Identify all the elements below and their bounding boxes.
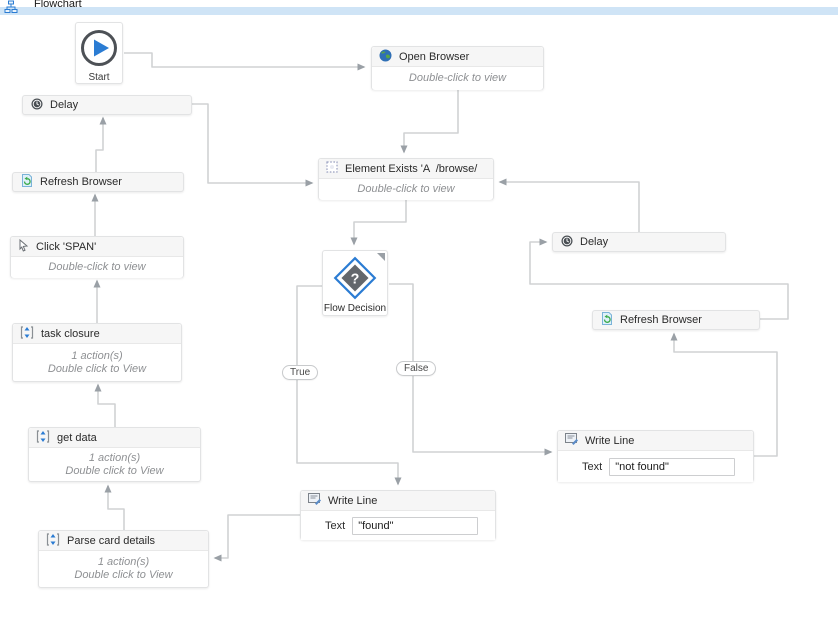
write-line-found-node[interactable]: Write Line Text — [300, 490, 496, 540]
parse-card-details-header: Parse card details — [39, 531, 208, 551]
task-closure-header: task closure — [13, 324, 181, 344]
get-data-header: get data — [29, 428, 200, 448]
get-data-body: 1 action(s) Double click to View — [29, 448, 200, 481]
parse-card-details-actions: 1 action(s) — [97, 556, 150, 568]
write-line-not-found-title: Write Line — [585, 434, 635, 447]
write-line-found-text-input[interactable] — [352, 516, 479, 535]
flowchart-icon — [4, 0, 18, 15]
false-branch-badge[interactable]: False — [396, 361, 437, 376]
task-closure-hint: Double click to View — [47, 362, 147, 375]
get-data-actions: 1 action(s) — [88, 451, 141, 464]
delay-left-node[interactable]: Delay — [22, 95, 192, 115]
svg-text:?: ? — [351, 272, 360, 288]
delay-right-node[interactable]: Delay — [552, 232, 726, 252]
task-closure-title: task closure — [41, 327, 100, 340]
delay-left-title: Delay — [50, 99, 79, 111]
open-browser-header: Open Browser — [372, 47, 543, 67]
delay-right-title: Delay — [580, 236, 609, 248]
text-field-label: Text — [582, 460, 603, 473]
refresh-page-icon — [21, 174, 33, 190]
get-data-hint: Double click to View — [65, 464, 164, 477]
open-browser-node[interactable]: Open Browser Double-click to view — [371, 46, 544, 90]
element-exists-body: Double-click to view — [319, 179, 493, 200]
write-line-header: Write Line — [558, 431, 753, 451]
clock-icon — [561, 235, 573, 250]
flow-decision-label: Flow Decision — [323, 303, 387, 314]
flowchart-titlebar: Flowchart — [0, 0, 838, 15]
clock-icon — [31, 98, 43, 113]
parse-card-details-hint: Double click to View — [74, 569, 173, 581]
write-line-not-found-text-input[interactable] — [609, 457, 736, 476]
element-selection-icon — [326, 161, 338, 176]
click-span-title: Click 'SPAN' — [36, 240, 97, 253]
true-branch-badge[interactable]: True — [282, 365, 319, 380]
write-line-found-title: Write Line — [328, 494, 378, 507]
flowchart-title: Flowchart — [34, 0, 82, 10]
write-line-not-found-node[interactable]: Write Line Text — [557, 430, 754, 482]
collapse-corner-icon[interactable] — [377, 253, 385, 261]
click-span-node[interactable]: Click 'SPAN' Double-click to view — [10, 236, 184, 278]
click-span-body: Double-click to view — [11, 257, 183, 278]
open-browser-body: Double-click to view — [372, 67, 543, 90]
get-data-title: get data — [57, 431, 97, 444]
refresh-browser-right-node[interactable]: Refresh Browser — [592, 310, 760, 330]
sequence-icon — [46, 532, 60, 549]
refresh-page-icon — [601, 312, 613, 328]
element-exists-header: Element Exists 'A /browse/ — [319, 159, 493, 179]
decision-diamond-icon: ? — [333, 256, 377, 303]
text-field-label: Text — [325, 519, 346, 532]
write-line-found-body: Text — [301, 511, 495, 540]
start-label: Start — [88, 72, 110, 83]
click-span-header: Click 'SPAN' — [11, 237, 183, 257]
get-data-node[interactable]: get data 1 action(s) Double click to Vie… — [28, 427, 201, 482]
flow-decision-node[interactable]: ? Flow Decision — [322, 250, 388, 316]
task-closure-body: 1 action(s) Double click to View — [13, 344, 181, 381]
globe-icon — [379, 49, 392, 65]
titlebar-highlight-band — [0, 7, 838, 15]
play-icon — [80, 30, 118, 70]
element-exists-title: Element Exists 'A /browse/ — [345, 162, 478, 175]
write-line-header: Write Line — [301, 491, 495, 511]
parse-card-details-node[interactable]: Parse card details 1 action(s) Double cl… — [38, 530, 209, 588]
parse-card-details-title: Parse card details — [67, 534, 156, 547]
refresh-browser-left-node[interactable]: Refresh Browser — [12, 172, 184, 192]
parse-card-details-body: 1 action(s) Double click to View — [39, 551, 208, 587]
sequence-icon — [36, 429, 50, 446]
refresh-browser-right-title: Refresh Browser — [620, 314, 702, 326]
element-exists-node[interactable]: Element Exists 'A /browse/ Double-click … — [318, 158, 494, 200]
cursor-icon — [18, 238, 29, 255]
start-node[interactable]: Start — [75, 22, 123, 84]
refresh-browser-left-title: Refresh Browser — [40, 176, 122, 188]
open-browser-title: Open Browser — [399, 50, 470, 63]
task-closure-node[interactable]: task closure 1 action(s) Double click to… — [12, 323, 182, 382]
write-line-not-found-body: Text — [558, 451, 753, 482]
write-line-icon — [308, 493, 321, 508]
sequence-icon — [20, 325, 34, 342]
write-line-icon — [565, 433, 578, 448]
task-closure-actions: 1 action(s) — [71, 349, 123, 362]
